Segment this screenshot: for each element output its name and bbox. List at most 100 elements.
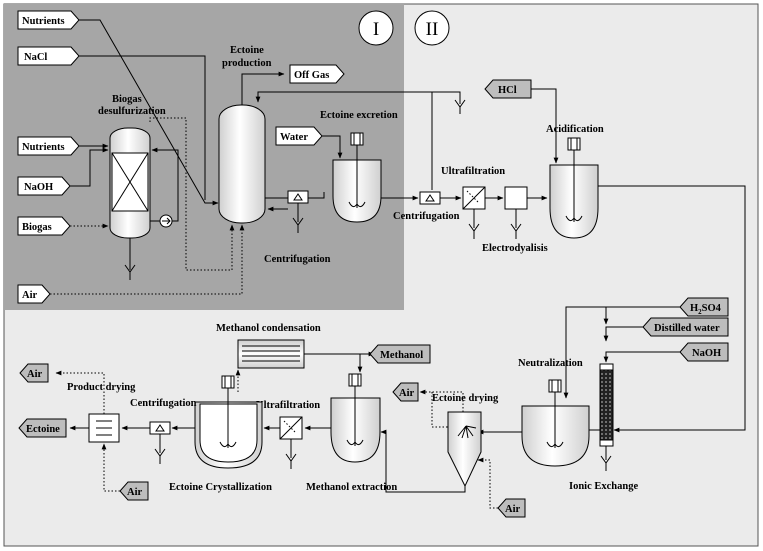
- svg-text:Nutrients: Nutrients: [22, 16, 65, 27]
- input-tag-distilled-water: Distilled water: [642, 317, 729, 337]
- line-naoh-right: [603, 351, 680, 363]
- input-tag-nutrients-mid: Nutrients: [17, 136, 80, 156]
- label-ultrafiltration-2: Ultrafiltration: [256, 400, 320, 411]
- label-ionic-exchange: Ionic Exchange: [569, 481, 638, 492]
- input-tag-biogas: Biogas: [17, 216, 71, 236]
- line-top-recycle: [255, 91, 433, 190]
- label-biogas-desulf-2: desulfurization: [98, 106, 166, 117]
- output-tag-air-top: Air: [19, 363, 49, 383]
- line-naoh-left: [70, 147, 109, 187]
- label-ultrafiltration-1: Ultrafiltration: [441, 166, 505, 177]
- svg-text:NaOH: NaOH: [24, 182, 53, 193]
- label-methanol-extraction: Methanol extraction: [306, 482, 397, 493]
- line-centrifuge-to-excretion: [308, 192, 325, 199]
- input-tag-naoh-right: NaOH: [679, 342, 729, 362]
- input-tag-naoh-left: NaOH: [17, 176, 71, 196]
- electrodialysis-unit: [504, 186, 528, 210]
- ectoine-spray-dryer: [447, 411, 482, 488]
- ultrafiltration-unit-1: [462, 186, 486, 210]
- line-off-gas: [241, 71, 285, 105]
- svg-text:NaOH: NaOH: [692, 348, 721, 359]
- svg-text:HCl: HCl: [498, 85, 517, 96]
- svg-text:I: I: [373, 19, 379, 40]
- svg-text:Air: Air: [505, 504, 521, 515]
- input-tag-nacl: NaCl: [17, 46, 80, 66]
- label-ectoine-crystallization: Ectoine Crystallization: [169, 482, 272, 493]
- line-h2so4: [563, 306, 680, 399]
- acidification-reactor: [549, 137, 599, 239]
- label-acidification: Acidification: [546, 124, 604, 135]
- label-ectoine-drying: Ectoine drying: [432, 393, 499, 404]
- line-distilled-water: [603, 326, 643, 342]
- input-tag-air-left: Air: [17, 284, 51, 304]
- drain-symbol-4: [510, 209, 522, 239]
- line-water: [322, 135, 343, 159]
- svg-text:H2SO4: H2SO4: [690, 303, 722, 316]
- input-tag-water: Water: [275, 126, 323, 146]
- ectoine-crystallizer: [194, 375, 263, 469]
- label-ectoine-production-1: Ectoine: [230, 45, 264, 56]
- svg-text:Air: Air: [22, 290, 38, 301]
- neutralization-reactor: [521, 379, 590, 467]
- label-electrodyalisis: Electrodyalisis: [482, 243, 548, 254]
- svg-text:Water: Water: [280, 132, 308, 143]
- input-tag-h2so4: H2SO4: [679, 297, 729, 317]
- line-hcl: [531, 88, 559, 164]
- drain-symbol-2: [292, 203, 304, 233]
- pump-icon: [159, 214, 173, 228]
- line-dryer-exhaust: [431, 392, 448, 428]
- output-tag-ectoine: Ectoine: [18, 418, 67, 438]
- drain-symbol-5: [600, 446, 612, 471]
- label-methanol-condensation: Methanol condensation: [216, 323, 321, 334]
- svg-text:Ectoine: Ectoine: [26, 424, 60, 435]
- centrifuge-2: [419, 191, 441, 205]
- label-ectoine-excretion: Ectoine excretion: [320, 110, 398, 121]
- output-tag-off-gas: Off Gas: [289, 64, 345, 84]
- desulfurization-column: [109, 127, 151, 239]
- output-tag-methanol: Methanol: [369, 344, 431, 364]
- ectoine-fermenter: [218, 104, 266, 224]
- ectoine-excretion-reactor: [332, 132, 382, 223]
- line-recirculation: [150, 150, 179, 222]
- svg-text:Biogas: Biogas: [22, 222, 52, 233]
- line-nacl: [79, 55, 206, 200]
- drain-symbol-7: [154, 434, 166, 464]
- line-acidification-to-ionexchange: [598, 185, 746, 433]
- line-nutrients-top: [79, 19, 219, 206]
- svg-text:Off Gas: Off Gas: [294, 70, 329, 81]
- drain-symbol-3: [468, 209, 480, 239]
- section-one-marker: I: [358, 10, 394, 46]
- line-clean-biogas: [149, 117, 235, 271]
- label-biogas-desulf-1: Biogas: [112, 94, 142, 105]
- centrifuge-1: [287, 190, 309, 204]
- label-neutralization: Neutralization: [518, 358, 583, 369]
- product-dryer: [88, 413, 120, 443]
- input-tag-nutrients-top: Nutrients: [17, 10, 80, 30]
- label-product-drying: Product drying: [67, 382, 136, 393]
- ion-exchange-column: [599, 363, 614, 447]
- methanol-extraction-reactor: [330, 373, 381, 463]
- svg-text:Distilled water: Distilled water: [654, 323, 720, 334]
- svg-text:NaCl: NaCl: [24, 52, 47, 63]
- line-dryer-air-out: [419, 389, 464, 412]
- label-ectoine-production-2: production: [222, 58, 272, 69]
- output-tag-air-mid: Air: [392, 382, 419, 402]
- input-tag-hcl: HCl: [484, 79, 532, 99]
- label-centrifugation-2: Centrifugation: [393, 211, 460, 222]
- line-dryer-to-extraction: [380, 429, 466, 493]
- svg-text:Nutrients: Nutrients: [22, 142, 65, 153]
- svg-text:Air: Air: [127, 487, 143, 498]
- line-air-left: [50, 224, 245, 295]
- section-two-marker: II: [414, 10, 450, 46]
- svg-text:Air: Air: [399, 388, 415, 399]
- ultrafiltration-unit-2: [279, 416, 303, 440]
- label-centrifugation-1: Centrifugation: [264, 254, 331, 265]
- drain-symbol-1: [124, 264, 136, 280]
- input-tag-air-product: Air: [119, 481, 149, 501]
- svg-text:Air: Air: [27, 369, 43, 380]
- vent-symbol: [432, 91, 466, 114]
- methanol-condenser: [237, 339, 305, 369]
- centrifuge-3: [149, 421, 171, 435]
- svg-text:Methanol: Methanol: [380, 350, 423, 361]
